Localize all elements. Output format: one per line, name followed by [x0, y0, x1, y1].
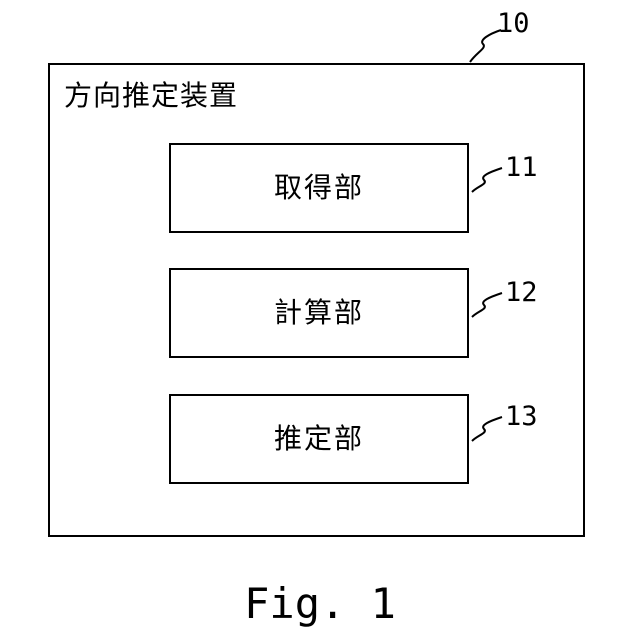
device-title: 方向推定装置	[64, 76, 238, 116]
estimation-unit-label: 推定部	[274, 421, 364, 457]
calculation-unit-label: 計算部	[274, 295, 364, 331]
ref-number-11: 11	[505, 152, 538, 184]
leader-line-12	[470, 287, 506, 321]
ref-number-12: 12	[505, 277, 538, 309]
ref-number-10: 10	[497, 8, 530, 40]
ref-number-13: 13	[505, 401, 538, 433]
estimation-unit-box: 推定部	[169, 394, 469, 484]
acquisition-unit-box: 取得部	[169, 143, 469, 233]
leader-line-11	[470, 162, 506, 196]
calculation-unit-box: 計算部	[169, 268, 469, 358]
acquisition-unit-label: 取得部	[274, 170, 364, 206]
figure-caption: Fig. 1	[0, 578, 640, 630]
leader-line-13	[470, 411, 506, 445]
